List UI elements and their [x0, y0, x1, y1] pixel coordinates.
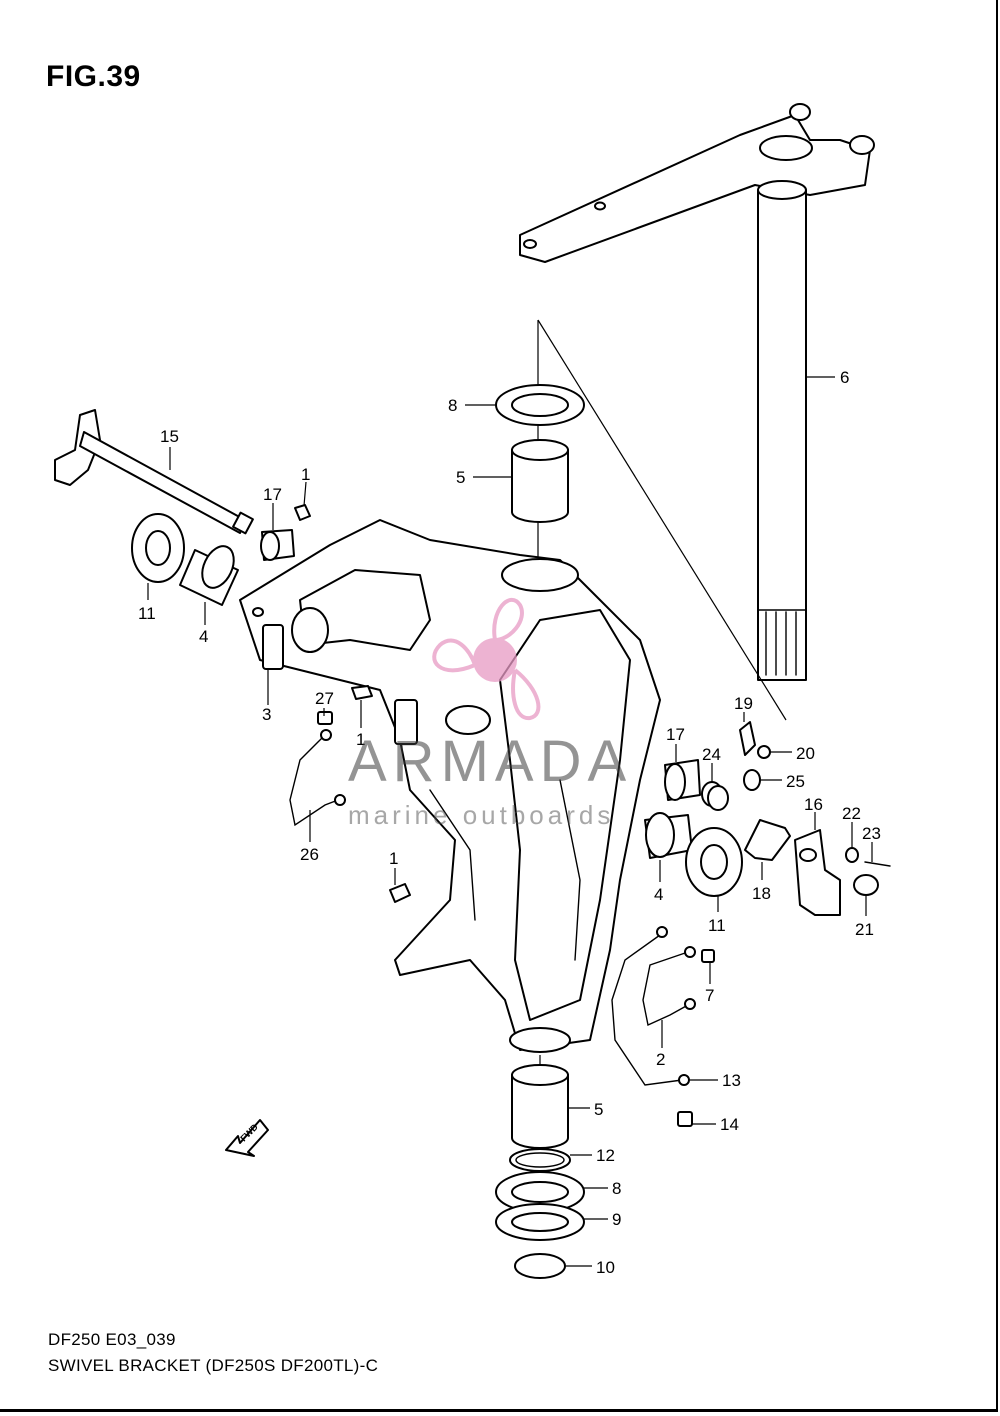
- callout-25: 25: [786, 772, 805, 791]
- spring-25: [743, 769, 761, 791]
- callout-16: 16: [804, 795, 823, 814]
- washer-left: [131, 513, 185, 583]
- callout-leaders: [147, 376, 873, 1267]
- washer-right: [685, 827, 743, 897]
- callout-17-left: 17: [263, 485, 282, 504]
- armada-logo-icon: [432, 597, 541, 721]
- callout-1-lower: 1: [389, 849, 398, 868]
- grease-nipple-a: [294, 504, 311, 521]
- callout-20: 20: [796, 744, 815, 763]
- spacer-left: [260, 529, 295, 561]
- bushing-left: [179, 545, 239, 606]
- callout-21: 21: [855, 920, 874, 939]
- bushing-lower: [511, 1064, 569, 1149]
- cotter-pin-23: [864, 861, 891, 867]
- callout-11-right: 11: [708, 916, 726, 935]
- watermark-tagline: marine outboards: [348, 800, 615, 830]
- callout-5-lower: 5: [594, 1100, 603, 1119]
- washer-lower-9: [495, 1203, 585, 1241]
- callout-2: 2: [656, 1050, 665, 1069]
- bushing-upper: [511, 439, 569, 523]
- nut-21: [853, 874, 879, 896]
- callout-24: 24: [702, 745, 721, 764]
- callout-23: 23: [862, 824, 881, 843]
- callout-4-right: 4: [654, 885, 663, 904]
- grease-nipple-b: [351, 685, 373, 700]
- callout-7: 7: [705, 986, 714, 1005]
- diagram-code: DF250 E03_039: [48, 1330, 176, 1349]
- ground-wire-left: [289, 729, 346, 827]
- washer-22: [845, 847, 859, 863]
- watermark-brand: ARMADA: [348, 729, 633, 794]
- callout-22: 22: [842, 804, 861, 823]
- ring-12: [509, 1148, 571, 1172]
- callout-17-right: 17: [666, 725, 685, 744]
- callout-8-upper: 8: [448, 396, 457, 415]
- diagram-name: SWIVEL BRACKET (DF250S DF200TL)-C: [48, 1356, 379, 1375]
- callout-3: 3: [262, 705, 271, 724]
- callout-27: 27: [315, 689, 334, 708]
- fwd-arrow-icon: FWD: [225, 1119, 269, 1157]
- callout-9: 9: [612, 1210, 621, 1229]
- washer-lower-8: [495, 1171, 585, 1213]
- callout-15: 15: [160, 427, 179, 446]
- callout-19: 19: [734, 694, 753, 713]
- spacer-right: [664, 759, 701, 801]
- bolt-27: [317, 711, 333, 725]
- assembly-line-diagonal: [537, 319, 787, 721]
- callout-12: 12: [596, 1146, 615, 1165]
- callout-6: 6: [840, 368, 849, 387]
- bushing-right: [644, 812, 693, 859]
- tilt-pin: [54, 409, 254, 535]
- washer-upper: [495, 384, 585, 426]
- callout-13: 13: [722, 1071, 741, 1090]
- bolt-14: [677, 1111, 693, 1127]
- grease-nipple-c: [389, 883, 411, 903]
- callout-14: 14: [720, 1115, 739, 1134]
- bolt-7: [701, 949, 715, 963]
- steering-arm-shaft: [519, 103, 875, 681]
- callout-numbers: 6 8 5 15 17 1 11 4 3 27 1 26 1 19 20 17 …: [138, 368, 881, 1277]
- callout-1-top: 1: [301, 465, 310, 484]
- callout-1-middle: 1: [356, 730, 365, 749]
- spring-24: [701, 781, 729, 811]
- callout-26: 26: [300, 845, 319, 864]
- circlip-10: [514, 1253, 566, 1279]
- callout-18: 18: [752, 884, 771, 903]
- ground-wire-13: [611, 926, 690, 1086]
- callout-5-upper: 5: [456, 468, 465, 487]
- callout-10: 10: [596, 1258, 615, 1277]
- figure-title: FIG.39: [46, 60, 141, 93]
- ground-wire-2: [642, 946, 696, 1027]
- lever-18: [744, 819, 791, 861]
- screw-20: [757, 745, 771, 759]
- bracket-16: [794, 829, 841, 916]
- plate-19: [739, 721, 756, 756]
- callout-11-left: 11: [138, 604, 156, 623]
- swivel-bracket-body: [239, 519, 661, 1053]
- callout-8-lower: 8: [612, 1179, 621, 1198]
- callout-4-left: 4: [199, 627, 208, 646]
